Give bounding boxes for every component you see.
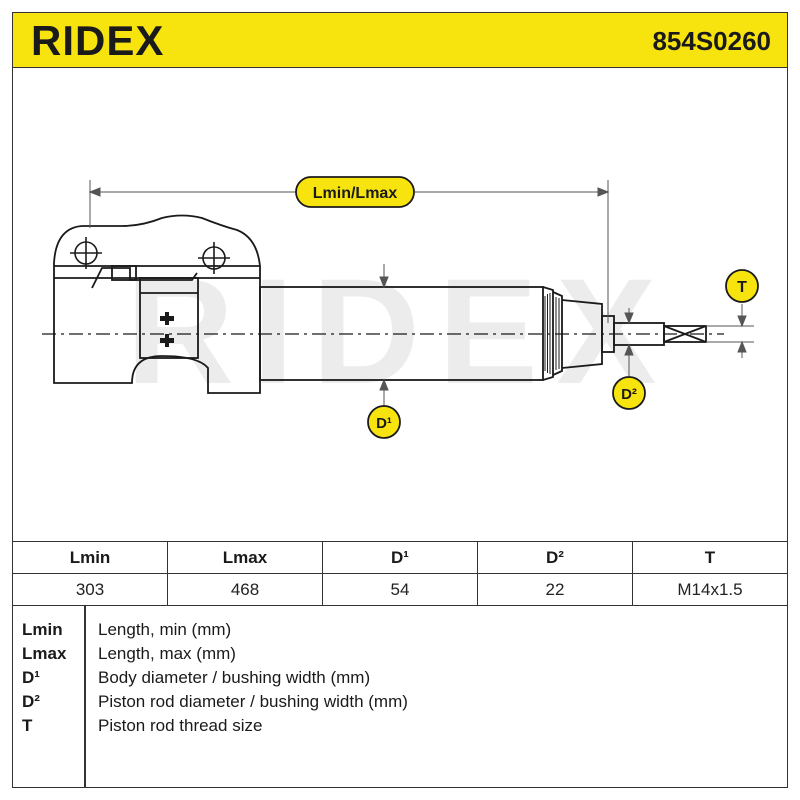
- length-label-text: Lmin/Lmax: [313, 185, 398, 202]
- body-diameter-label: D¹: [367, 405, 401, 439]
- legend-desc: Length, max (mm): [98, 644, 236, 663]
- thread-label-text: T: [737, 279, 747, 296]
- legend-key: T: [22, 716, 33, 735]
- value-lmax: 468: [167, 573, 323, 606]
- rod-diameter-label: D²: [612, 376, 646, 410]
- value-t: M14x1.5: [632, 573, 788, 606]
- legend-desc: Body diameter / bushing width (mm): [98, 668, 371, 687]
- value-d2: 22: [477, 573, 633, 606]
- header-t: T: [632, 541, 788, 574]
- legend-key: D²: [22, 692, 40, 711]
- legend-divider: [84, 606, 86, 788]
- shock-absorber-drawing: RIDEX: [42, 176, 759, 439]
- mounting-bracket: [53, 214, 261, 394]
- legend: Lmin Length, min (mm) Lmax Length, max (…: [12, 606, 788, 788]
- spec-table: Lmin Lmax D¹ D² T 303 468 54 22 M14x1.5: [12, 541, 788, 606]
- value-lmin: 303: [12, 573, 168, 606]
- thread-label: T: [725, 269, 759, 303]
- thread-dimension: [706, 304, 754, 358]
- legend-key: Lmax: [22, 644, 67, 663]
- brand-logo: RIDEX: [31, 17, 165, 64]
- header-lmin: Lmin: [12, 541, 168, 574]
- length-label: Lmin/Lmax: [295, 176, 415, 208]
- body-diameter-dimension: [379, 264, 389, 406]
- mount-hole-right: [198, 242, 230, 274]
- value-d1: 54: [322, 573, 478, 606]
- header-lmax: Lmax: [167, 541, 323, 574]
- legend-key: D¹: [22, 668, 40, 687]
- mount-hole-left: [70, 237, 102, 269]
- legend-desc: Piston rod diameter / bushing width (mm): [98, 692, 408, 711]
- sheet-frame: [12, 12, 788, 788]
- spec-header-row: Lmin Lmax D¹ D² T: [12, 541, 788, 574]
- rod-diameter-label-text: D²: [621, 386, 637, 403]
- header-bar: RIDEX 854S0260: [12, 12, 788, 68]
- spec-value-row: 303 468 54 22 M14x1.5: [12, 573, 788, 606]
- bracket-bolts: [160, 312, 174, 347]
- header-d2: D²: [477, 541, 633, 574]
- part-number: 854S0260: [652, 26, 771, 56]
- body-diameter-label-text: D¹: [376, 415, 392, 432]
- legend-desc: Piston rod thread size: [98, 716, 263, 735]
- watermark: RIDEX: [126, 247, 674, 415]
- legend-desc: Length, min (mm): [98, 620, 232, 639]
- rod-diameter-dimension: [624, 308, 634, 378]
- header-d1: D¹: [322, 541, 478, 574]
- legend-key: Lmin: [22, 620, 63, 639]
